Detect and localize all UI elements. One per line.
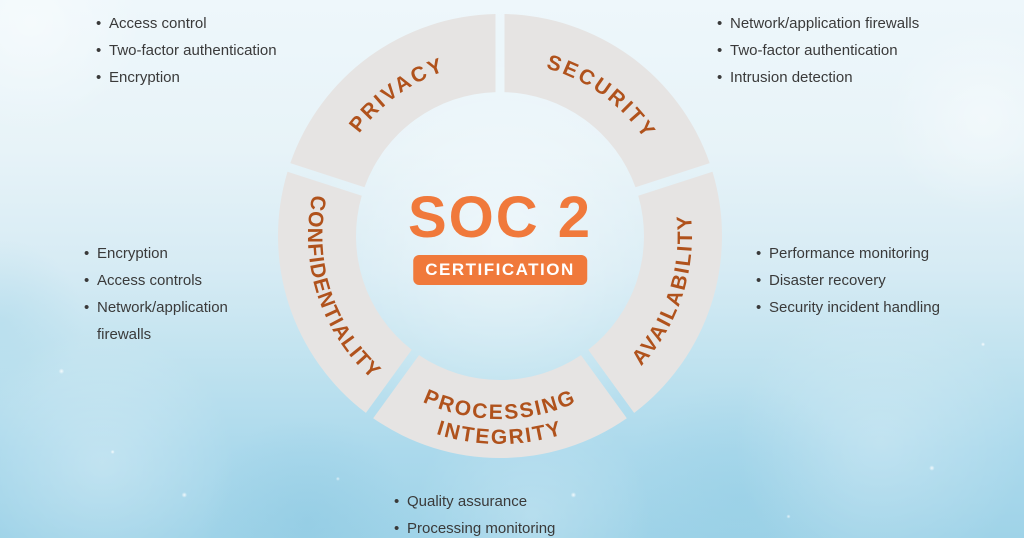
list-item-label: Encryption — [97, 245, 168, 262]
list-item: • Processing monitoring — [394, 515, 634, 538]
bullet-icon: • — [756, 245, 762, 262]
list-item-label: Quality assurance — [407, 493, 528, 510]
soc2-title: SOC 2 — [407, 185, 593, 250]
list-item: • Encryption — [96, 64, 326, 91]
bullet-icon: • — [96, 15, 102, 32]
privacy-controls-list: • Access control • Two-factor authenticatio… — [96, 10, 326, 91]
list-item-label: Security incident handling — [769, 299, 940, 316]
list-item-label: Network/application firewalls — [730, 15, 920, 32]
ring-segment-security — [504, 14, 710, 188]
list-item: • Access controls — [84, 267, 270, 294]
ring-segment-confidentiality — [278, 171, 412, 413]
list-item: • Two-factor authentication — [717, 37, 967, 64]
list-item-label: Two-factor authentication — [109, 42, 277, 59]
bullet-icon: • — [84, 245, 90, 262]
processing-integrity-controls-list: • Quality assurance • Processing monitoring — [394, 488, 634, 538]
list-item: • Performance monitoring — [756, 240, 996, 267]
list-item-label: Access control — [109, 15, 207, 32]
bullet-icon: • — [717, 69, 723, 86]
list-item-label: Network/application firewalls — [97, 299, 228, 343]
list-item: • Network/application firewalls — [717, 10, 967, 37]
bullet-icon: • — [84, 299, 90, 316]
bullet-icon: • — [84, 272, 90, 289]
bullet-icon: • — [717, 15, 723, 32]
list-item-label: Two-factor authentication — [730, 42, 898, 59]
list-item-label: Encryption — [109, 69, 180, 86]
list-item: • Intrusion detection — [717, 64, 967, 91]
list-item-label: Processing monitoring — [407, 520, 556, 537]
list-item: • Quality assurance — [394, 488, 634, 515]
list-item-label: Intrusion detection — [730, 69, 853, 86]
list-item: • Security incident handling — [756, 294, 996, 321]
bullet-icon: • — [394, 520, 400, 537]
bullet-icon: • — [394, 493, 400, 510]
confidentiality-controls-list: • Encryption • Access controls • Network/appl… — [84, 240, 270, 348]
certification-badge: CERTIFICATION — [413, 255, 587, 285]
list-item: • Two-factor authentication — [96, 37, 326, 64]
list-item: • Encryption — [84, 240, 270, 267]
bullet-icon: • — [96, 69, 102, 86]
bullet-icon: • — [96, 42, 102, 59]
list-item-label: Disaster recovery — [769, 272, 886, 289]
availability-controls-list: • Performance monitoring • Disaster recover… — [756, 240, 996, 321]
list-item-label: Performance monitoring — [769, 245, 930, 262]
list-item: • Access control — [96, 10, 326, 37]
bullet-icon: • — [756, 299, 762, 316]
list-item: • Disaster recovery — [756, 267, 996, 294]
bullet-icon: • — [756, 272, 762, 289]
ring-segment-privacy — [290, 14, 496, 188]
bullet-icon: • — [717, 42, 723, 59]
list-item: • Network/application firewalls — [84, 294, 270, 348]
list-item-label: Access controls — [97, 272, 203, 289]
ring-segment-processing-integrity — [373, 355, 627, 458]
ring-segment-availability — [588, 171, 723, 413]
security-controls-list: • Network/application firewalls • Two-facto… — [717, 10, 967, 91]
